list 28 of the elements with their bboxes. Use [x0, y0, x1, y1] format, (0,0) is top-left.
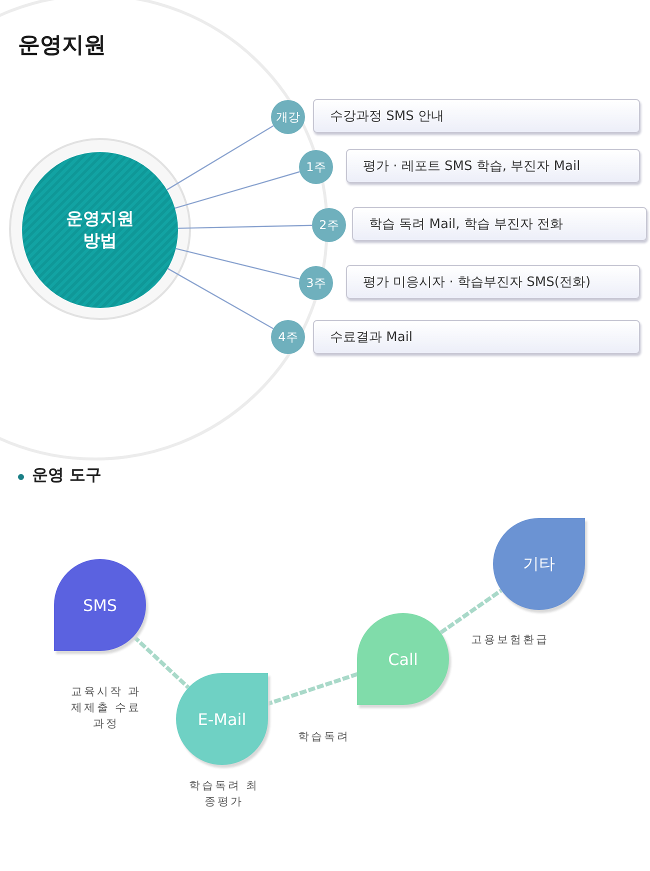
teardrop-shape: SMS	[54, 559, 146, 651]
text-box: 평가 미응시자 · 학습부진자 SMS(전화)	[346, 265, 640, 299]
week-badge: 3주	[299, 266, 333, 300]
week-badge: 2주	[312, 208, 346, 242]
caption-text: 학습독려	[297, 729, 351, 745]
text-box: 수료결과 Mail	[313, 320, 640, 354]
text-box: 학습 독려 Mail, 학습 부진자 전화	[352, 207, 647, 241]
week-badge: 개강	[271, 100, 305, 134]
caption-text: 교육시작 과제제출 수료과정	[70, 684, 142, 732]
text-box: 평가 · 레포트 SMS 학습, 부진자 Mail	[346, 149, 640, 183]
connector-line	[440, 588, 502, 634]
connector-line	[132, 634, 190, 690]
caption-text: 고용보험환급	[470, 632, 550, 648]
week-badge: 4주	[271, 320, 305, 354]
connector-line	[174, 171, 300, 209]
week-badge: 1주	[299, 150, 333, 184]
teardrop-shape: 기타	[493, 518, 585, 610]
connector-line	[178, 224, 312, 229]
title: 운영지원	[18, 32, 106, 60]
teardrop-shape: E-Mail	[176, 673, 268, 765]
connector-line	[168, 268, 274, 330]
connector-line	[176, 248, 300, 280]
text-box: 수강과정 SMS 안내	[313, 99, 640, 133]
connector-line	[166, 125, 274, 190]
caption-text: 학습독려 최종평가	[188, 778, 260, 810]
connector-line	[265, 672, 360, 706]
section-heading: 운영 도구	[32, 465, 102, 486]
teardrop-shape: Call	[357, 613, 449, 705]
